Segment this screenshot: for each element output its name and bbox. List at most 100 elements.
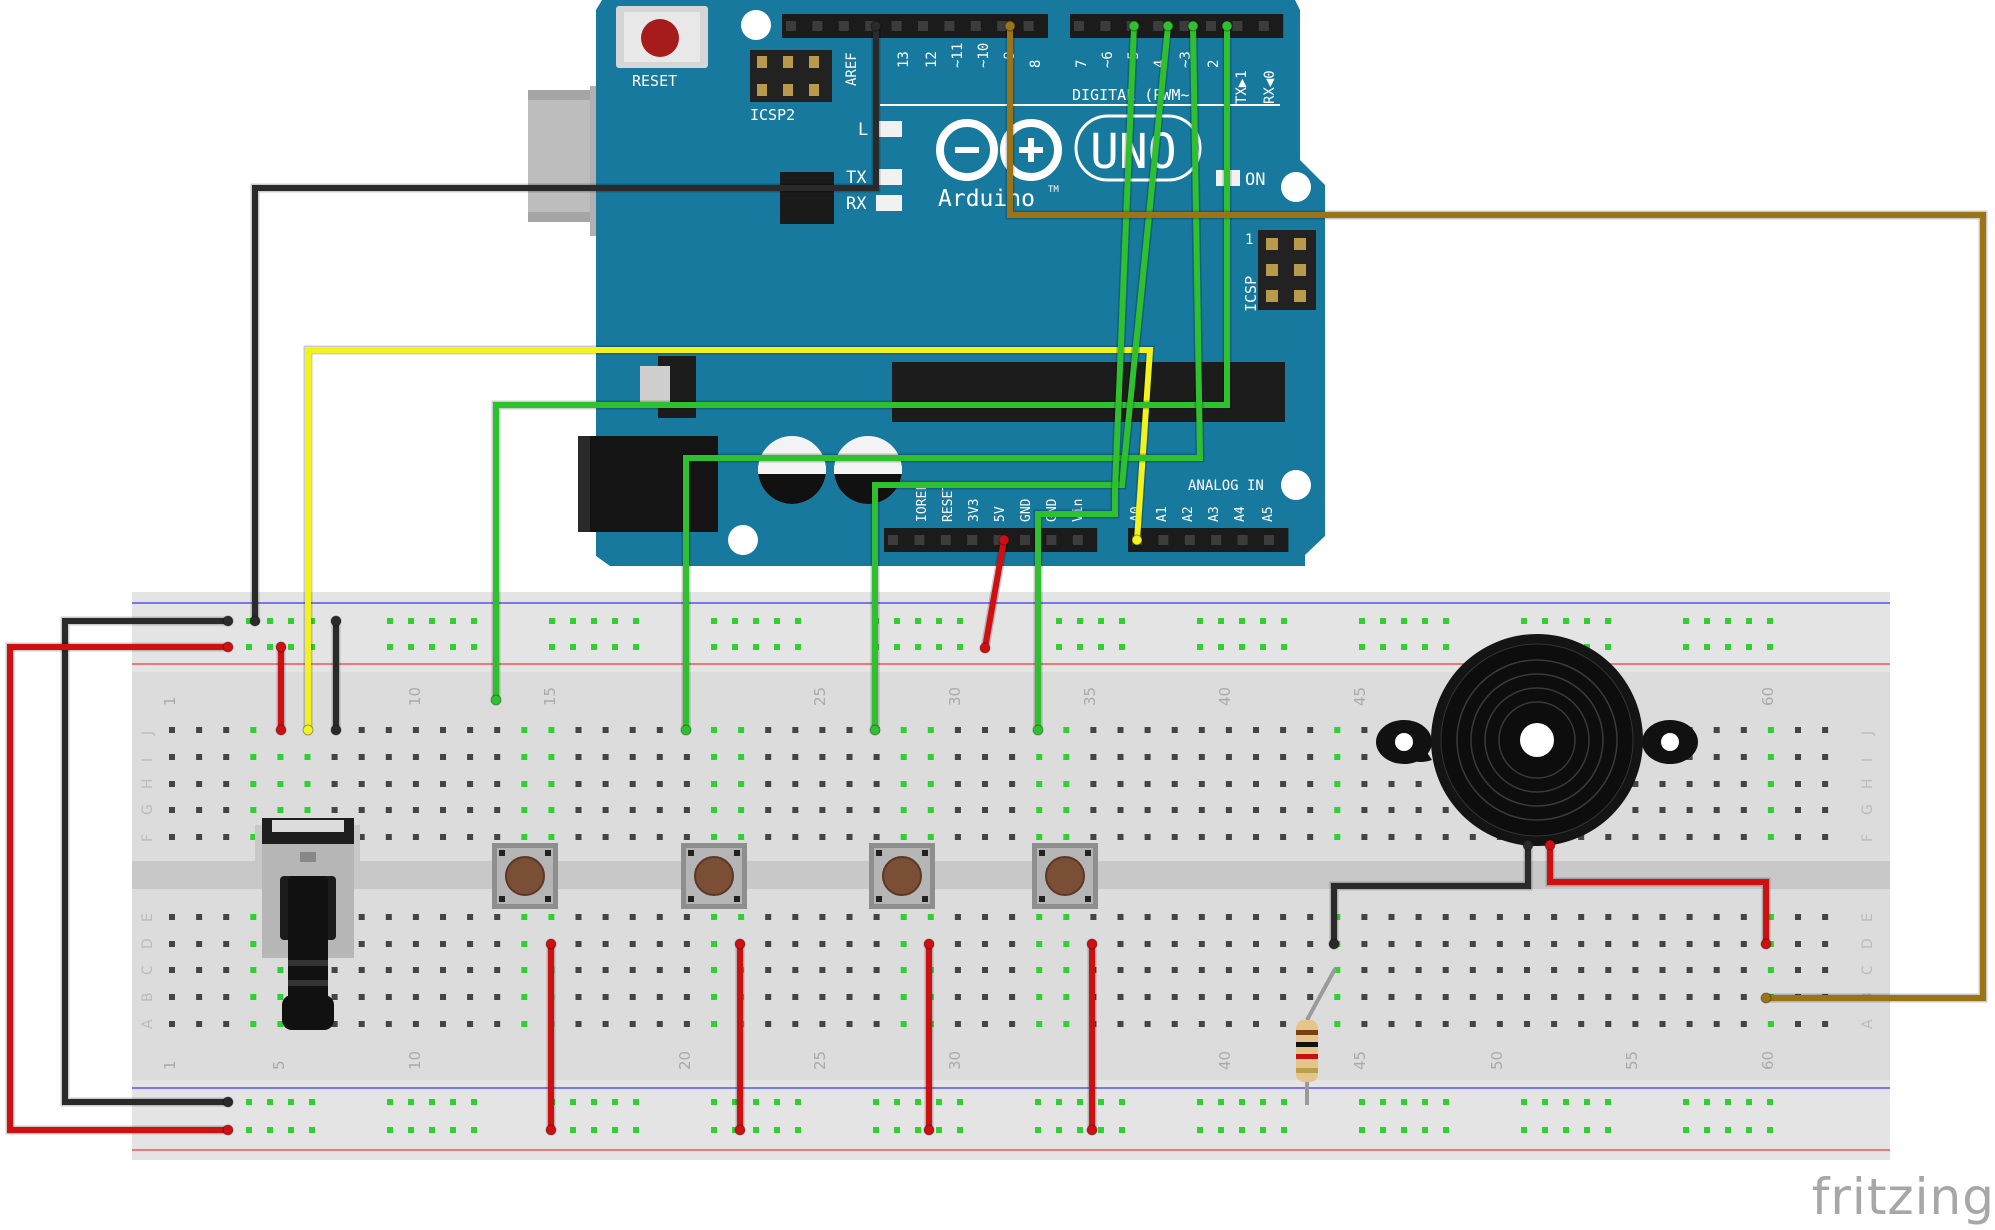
breadboard-hole (819, 781, 826, 787)
breadboard-hole (819, 807, 826, 813)
breadboard-hole (683, 941, 690, 947)
breadboard-hole (494, 914, 501, 920)
breadboard-hole (1198, 834, 1205, 840)
row-letter: I (140, 758, 156, 762)
analog-header (1128, 528, 1289, 552)
breadboard-hole (548, 727, 555, 733)
breadboard-hole (494, 941, 501, 947)
breadboard-hole (1584, 1099, 1590, 1105)
breadboard-hole (1307, 967, 1314, 973)
breadboard-hole (792, 781, 799, 787)
breadboard-hole (894, 618, 900, 624)
breadboard-hole (1388, 994, 1395, 1000)
breadboard-hole (412, 914, 419, 920)
breadboard-hole (1422, 644, 1428, 650)
wire-rail-5v-red[interactable] (7, 644, 228, 1133)
pushbutton[interactable] (492, 843, 558, 909)
breadboard-hole (1469, 994, 1476, 1000)
pushbutton[interactable] (681, 843, 747, 909)
breadboard-hole (267, 1127, 273, 1133)
mount-hole (728, 525, 758, 555)
breadboard-hole (846, 941, 853, 947)
breadboard-hole (1795, 914, 1801, 920)
wire-button2-green[interactable] (683, 25, 1204, 730)
breadboard-hole (1197, 644, 1203, 650)
breadboard-hole (467, 807, 474, 813)
breadboard-hole (1281, 1099, 1287, 1105)
breadboard-hole (1063, 994, 1070, 1000)
breadboard-hole (1117, 1021, 1124, 1027)
breadboard-hole (1198, 1021, 1205, 1027)
breadboard-hole (846, 754, 853, 760)
breadboard-hole (1659, 941, 1666, 947)
breadboard-hole (846, 914, 853, 920)
breadboard-hole (440, 754, 446, 760)
breadboard-hole (765, 807, 772, 813)
breadboard-hole (1117, 914, 1124, 920)
wire-buzzer-brown[interactable] (1007, 26, 1986, 1001)
breadboard-hole (471, 618, 477, 624)
breadboard-hole (440, 834, 446, 840)
breadboard-hole (819, 967, 826, 973)
wire-5v-red[interactable] (982, 539, 1007, 649)
wire-rail-gnd-black[interactable] (62, 618, 228, 1105)
breadboard-hole (385, 727, 392, 733)
breadboard-hole (1036, 914, 1043, 920)
breadboard-hole (1361, 941, 1368, 947)
breadboard-hole (1686, 994, 1693, 1000)
breadboard-hole (440, 914, 446, 920)
wire-buzzer-red[interactable] (1547, 845, 1769, 944)
breadboard-hole (957, 644, 963, 650)
barrel-jack (578, 436, 718, 532)
breadboard-hole (1632, 941, 1639, 947)
breadboard-hole (358, 781, 365, 787)
wire-analog-yellow[interactable] (305, 347, 1154, 730)
header-pin (888, 535, 898, 545)
breadboard-hole (1401, 1127, 1407, 1133)
breadboard-hole (169, 914, 175, 920)
pushbutton[interactable] (1032, 843, 1098, 909)
breadboard-hole (196, 994, 203, 1000)
breadboard-hole (494, 754, 501, 760)
column-number: 10 (406, 1051, 424, 1070)
breadboard-hole (954, 781, 961, 787)
breadboard-hole (575, 994, 582, 1000)
wire-button4-green[interactable] (1035, 25, 1137, 730)
reset-button[interactable] (616, 6, 708, 68)
breadboard-hole (1442, 807, 1449, 813)
breadboard-hole (1443, 1127, 1449, 1133)
breadboard-hole (1740, 994, 1747, 1000)
breadboard-hole (331, 754, 338, 760)
header-pin (1264, 535, 1274, 545)
breadboard-hole (494, 781, 501, 787)
digital-pin-label: 4 (1152, 60, 1168, 68)
analog-pin-label: A3 (1207, 506, 1222, 522)
breadboard-hole (1361, 727, 1368, 733)
wire-gnd-black[interactable] (252, 26, 879, 621)
breadboard-hole (1119, 1099, 1125, 1105)
breadboard-hole (774, 618, 780, 624)
breadboard-hole (1307, 727, 1314, 733)
breadboard-hole (1605, 1127, 1611, 1133)
potentiometer[interactable] (255, 818, 360, 1030)
breadboard-hole (1361, 781, 1368, 787)
wire-button3-green[interactable] (872, 25, 1171, 730)
breadboard-hole (1359, 1127, 1365, 1133)
breadboard-hole (954, 941, 961, 947)
breadboard-hole (873, 941, 880, 947)
breadboard-hole (1280, 941, 1287, 947)
breadboard-hole (1542, 1099, 1548, 1105)
wire-buzzer-gnd-black[interactable] (1331, 845, 1531, 944)
pushbutton[interactable] (869, 843, 935, 909)
row-letter: A (1860, 1019, 1876, 1029)
model-label: UNO (1090, 124, 1177, 180)
breadboard-hole (927, 781, 934, 787)
breadboard-hole (1551, 914, 1558, 920)
breadboard-hole (1521, 1099, 1527, 1105)
breadboard-hole (575, 754, 582, 760)
row-letter: J (1860, 731, 1876, 736)
breadboard-hole (467, 754, 474, 760)
breadboard-hole (1144, 834, 1151, 840)
breadboard-hole (1521, 1127, 1527, 1133)
breadboard-hole (1280, 781, 1287, 787)
